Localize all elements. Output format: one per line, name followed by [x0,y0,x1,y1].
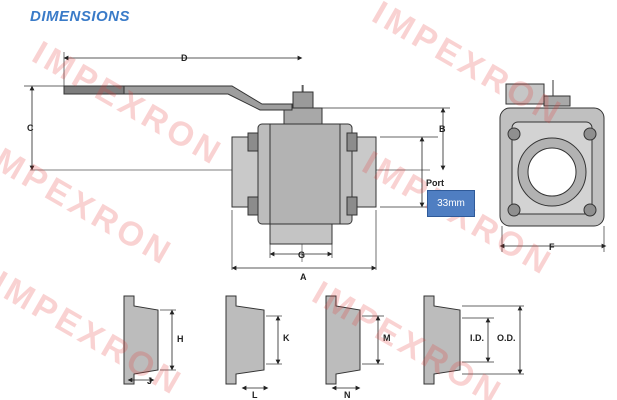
dim-label-id: I.D. [470,333,484,343]
dimension-lines [29,55,607,271]
end-connection-m-n [325,295,384,391]
end-connection-k-l [225,295,282,391]
dim-label-c: C [27,123,34,133]
port-size-badge: 33mm [427,190,475,217]
end-connection-h-j [123,295,176,385]
dim-label-b: B [439,124,446,134]
watermark-text: IMPEXRON [366,0,570,134]
dim-label-g: G [298,250,305,260]
dim-label-k: K [283,333,290,343]
dim-label-j: J [147,376,152,386]
dim-label-n: N [344,390,351,400]
end-connection-id-od [423,295,524,385]
dim-label-f: F [549,242,555,252]
dim-label-d: D [181,53,188,63]
dim-label-a: A [300,272,307,282]
dim-label-od: O.D. [497,333,516,343]
page-title: DIMENSIONS [30,8,131,25]
valve-side-view [24,52,450,270]
dim-label-l: L [252,390,258,400]
port-label: Port [426,178,444,188]
watermark-text: IMPEXRON [0,134,180,274]
dim-label-h: H [177,334,184,344]
dim-label-m: M [383,333,391,343]
watermark-text: IMPEXRON [26,34,230,174]
watermark-text: IMPEXRON [0,264,190,400]
valve-end-view [499,80,605,252]
